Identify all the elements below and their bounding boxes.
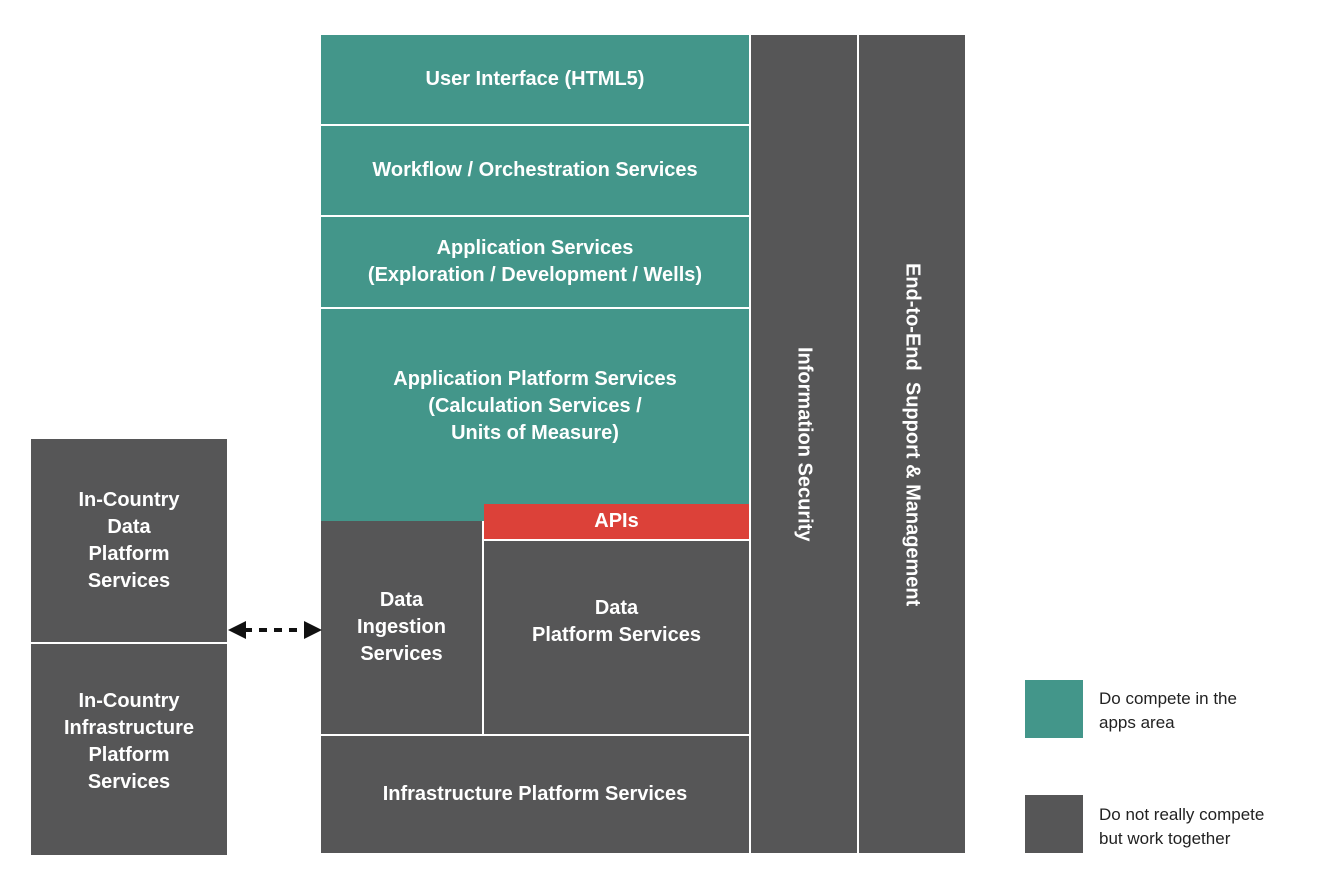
in-country-data-platform-block: In-Country Data Platform Services bbox=[31, 439, 227, 642]
application-platform-services-label: Application Platform Services (Calculati… bbox=[393, 368, 677, 444]
end-to-end-support-column: End-to-End Support & Management bbox=[859, 35, 965, 853]
data-platform-services-block: Data Platform Services bbox=[484, 541, 749, 734]
bidirectional-arrow bbox=[228, 621, 322, 639]
data-ingestion-services-block: Data Ingestion Services bbox=[321, 521, 482, 734]
legend-label-work-together: Do not really compete but work together bbox=[1099, 805, 1265, 848]
apis-block: APIs bbox=[484, 504, 749, 539]
application-services-block: Application Services (Exploration / Deve… bbox=[321, 217, 749, 307]
arrow-head-right bbox=[304, 621, 322, 639]
application-platform-services-block: Application Platform Services (Calculati… bbox=[321, 309, 749, 521]
user-interface-block: User Interface (HTML5) bbox=[321, 35, 749, 124]
infrastructure-platform-services-block: Infrastructure Platform Services bbox=[321, 736, 749, 853]
legend-label-compete: Do compete in the apps area bbox=[1099, 689, 1237, 732]
legend-swatch-teal bbox=[1025, 680, 1083, 738]
in-country-infrastructure-platform-block: In-Country Infrastructure Platform Servi… bbox=[31, 644, 227, 855]
arrow-head-left bbox=[228, 621, 246, 639]
information-security-column: Information Security bbox=[751, 35, 857, 853]
data-platform-services-label: Data Platform Services bbox=[532, 597, 701, 646]
data-ingestion-services-label: Data Ingestion Services bbox=[357, 589, 446, 665]
in-country-data-platform-label: In-Country Data Platform Services bbox=[78, 488, 180, 592]
information-security-label: Information Security bbox=[793, 346, 816, 542]
in-country-infrastructure-platform-label: In-Country Infrastructure Platform Servi… bbox=[63, 690, 195, 793]
end-to-end-support-label: End-to-End Support & Management bbox=[901, 263, 924, 607]
workflow-orchestration-block: Workflow / Orchestration Services bbox=[321, 126, 749, 215]
legend-swatch-gray bbox=[1025, 795, 1083, 853]
